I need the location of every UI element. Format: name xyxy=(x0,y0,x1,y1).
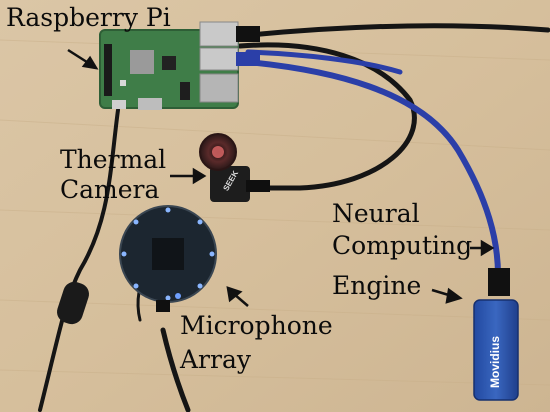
label-array: Array xyxy=(180,345,251,374)
blue-usb-cable xyxy=(245,59,501,278)
label-camera: Camera xyxy=(60,175,160,204)
label-microphone: Microphone xyxy=(180,311,333,340)
neural-compute-stick: Movidius xyxy=(473,268,519,401)
label-raspberry-pi: Raspberry Pi xyxy=(6,3,171,32)
label-arrows xyxy=(67,48,495,307)
black-cables xyxy=(38,23,550,412)
raspberry-pi-board xyxy=(99,21,260,110)
wood-grain xyxy=(0,39,550,386)
ferrite-bead xyxy=(57,281,89,325)
label-neural: Neural xyxy=(332,199,420,228)
label-engine: Engine xyxy=(332,271,422,300)
movidius-logo: Movidius xyxy=(488,336,502,388)
microphone-array-board xyxy=(119,205,217,312)
label-thermal: Thermal xyxy=(60,145,167,174)
thermal-camera: SEEK xyxy=(199,133,270,202)
label-computing: Computing xyxy=(332,231,473,260)
